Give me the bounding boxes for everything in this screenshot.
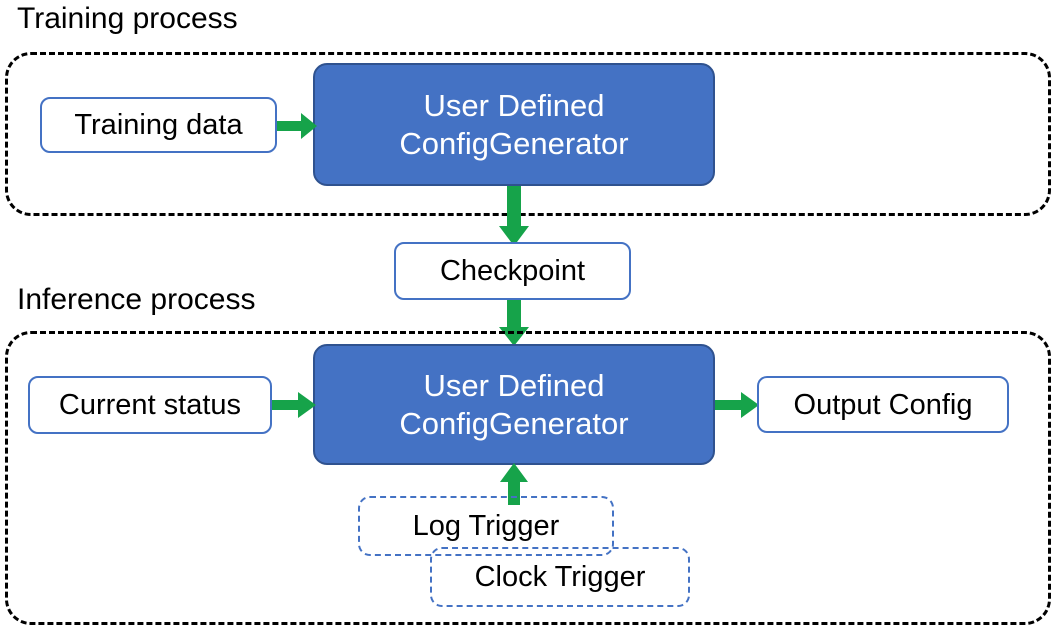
training-data-box[interactable]: Training data [40, 97, 277, 153]
checkpoint-box[interactable]: Checkpoint [394, 242, 631, 300]
training-config-generator-box[interactable]: User Defined ConfigGenerator [313, 63, 715, 186]
current-status-box[interactable]: Current status [28, 376, 272, 434]
inference-process-label: Inference process [17, 283, 256, 316]
training-config-generator-line2: ConfigGenerator [399, 125, 629, 161]
inference-config-generator-line2: ConfigGenerator [399, 405, 629, 441]
training-config-generator-line1: User Defined [423, 87, 605, 123]
training-process-label: Training process [17, 2, 238, 35]
log-trigger-box[interactable]: Log Trigger [358, 496, 614, 556]
output-config-box[interactable]: Output Config [757, 376, 1009, 433]
inference-config-generator-line1: User Defined [423, 367, 605, 403]
inference-config-generator-box[interactable]: User Defined ConfigGenerator [313, 344, 715, 465]
clock-trigger-box[interactable]: Clock Trigger [430, 547, 690, 607]
inference-process-container [5, 331, 1051, 625]
